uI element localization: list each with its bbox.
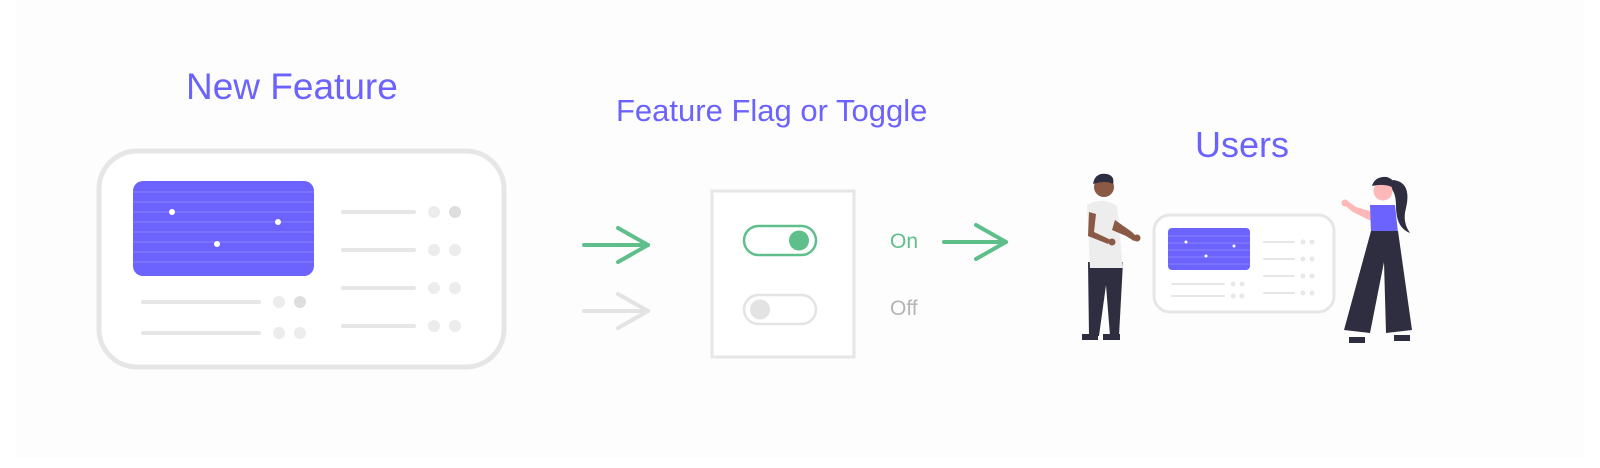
toggle-off-label: Off: [890, 297, 918, 320]
app-list-lines: [141, 210, 416, 335]
woman-figure-icon: [1341, 176, 1412, 343]
app-hero-panel: [133, 181, 314, 276]
toggle-on-icon[interactable]: [742, 224, 818, 257]
man-figure-icon: [1082, 173, 1141, 340]
feature-flag-title: Feature Flag or Toggle: [616, 93, 928, 128]
toggle-on-label: On: [890, 230, 919, 253]
toggle-off-icon[interactable]: [742, 293, 818, 326]
users-app-mockup: [1152, 213, 1336, 314]
new-feature-title: New Feature: [186, 66, 398, 107]
feature-flag-panel: [710, 189, 856, 359]
users-title: Users: [1195, 124, 1290, 165]
app-list-dots: [273, 206, 461, 339]
arrow-right-icon: [582, 292, 650, 330]
new-feature-app-mockup: [96, 148, 507, 370]
arrow-right-icon: [942, 223, 1008, 261]
arrow-right-icon: [582, 226, 650, 264]
